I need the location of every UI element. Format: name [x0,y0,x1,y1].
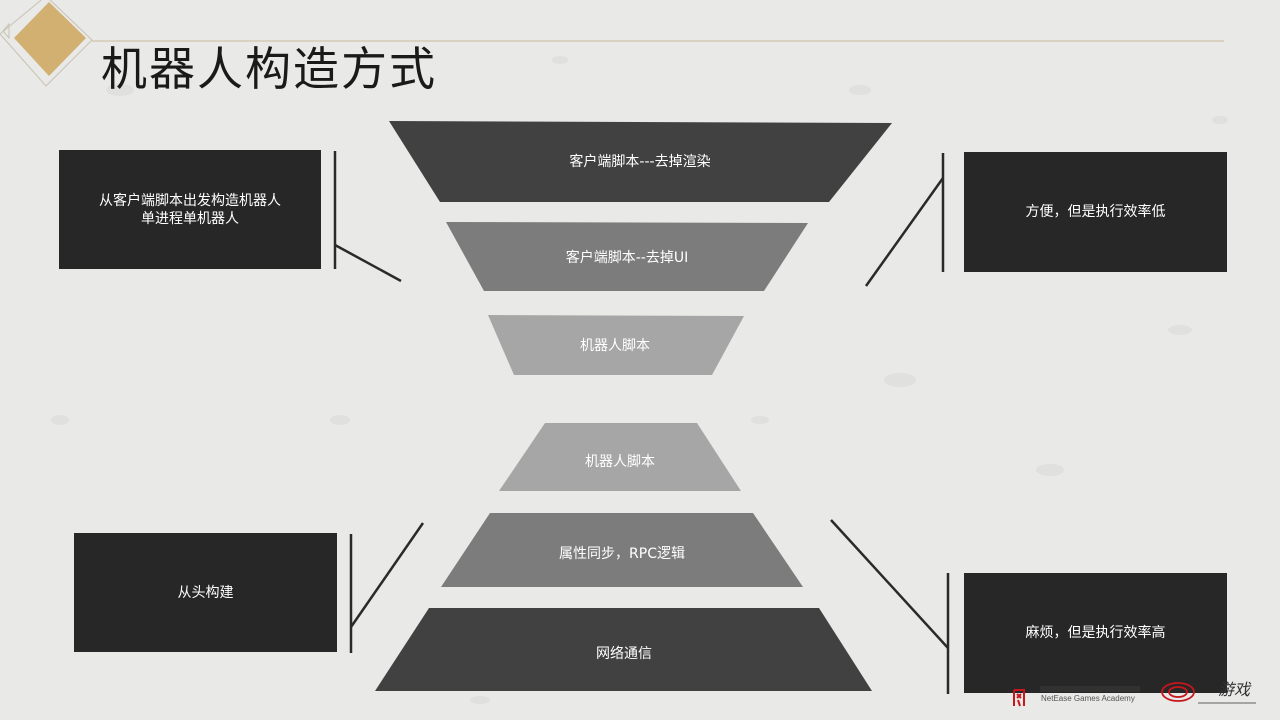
diamond-outline [0,0,93,87]
funnel-label-robot-script-top: 机器人脚本 [580,338,650,354]
connector-top-left [334,243,402,283]
top-funnel-layer-1 [389,121,892,202]
top-funnel [389,121,892,375]
academy-caption: NetEase Games Academy [1041,694,1135,703]
funnel-label-robot-script-bottom: 机器人脚本 [585,454,655,470]
note-bottom-left-text: 从头构建 [177,584,234,601]
note-top-left: 从客户端脚本出发构造机器人 单进程单机器人 [59,150,321,269]
bottom-funnel [375,423,872,691]
note-top-left-line-2: 单进程单机器人 [141,210,239,227]
header-decoration [0,0,1224,87]
funnel-label-ui: 客户端脚本--去掉UI [565,250,689,266]
note-bottom-left: 从头构建 [74,533,337,652]
note-top-left-line-1: 从客户端脚本出发构造机器人 [99,192,281,209]
netease-academy-logo-icon [1013,689,1025,707]
funnel-label-render: 客户端脚本---去掉渲染 [569,154,711,170]
slide-title: 机器人构造方式 [101,42,437,96]
note-bottom-right-text: 麻烦，但是执行效率高 [1025,625,1166,641]
connector-lines [333,151,950,694]
footer-logos [1013,682,1256,707]
funnel-label-network: 网络通信 [596,646,652,662]
games-tagline-icon [1198,702,1256,704]
note-bottom-right: 麻烦，但是执行效率高 [964,573,1227,693]
bottom-funnel-layer-2 [441,513,803,587]
note-top-right-text: 方便，但是执行效率低 [1025,204,1166,220]
top-funnel-layer-3 [488,315,744,375]
connector-bottom-left [349,522,425,628]
connector-top-right [864,177,945,287]
games-brand-text: 游戏 [1218,680,1251,699]
top-funnel-layer-2 [446,222,808,291]
bottom-funnel-layer-3 [375,608,872,691]
gold-diamond-icon [14,2,86,76]
connector-bottom-right [830,519,949,649]
funnel-label-sync-rpc: 属性同步，RPC逻辑 [559,546,685,562]
netease-games-logo-icon [1161,682,1195,702]
note-top-right: 方便，但是执行效率低 [964,152,1227,272]
academy-wordmark-icon [1040,686,1140,692]
bottom-funnel-layer-1 [499,423,741,491]
small-triangle-icon [2,22,10,40]
